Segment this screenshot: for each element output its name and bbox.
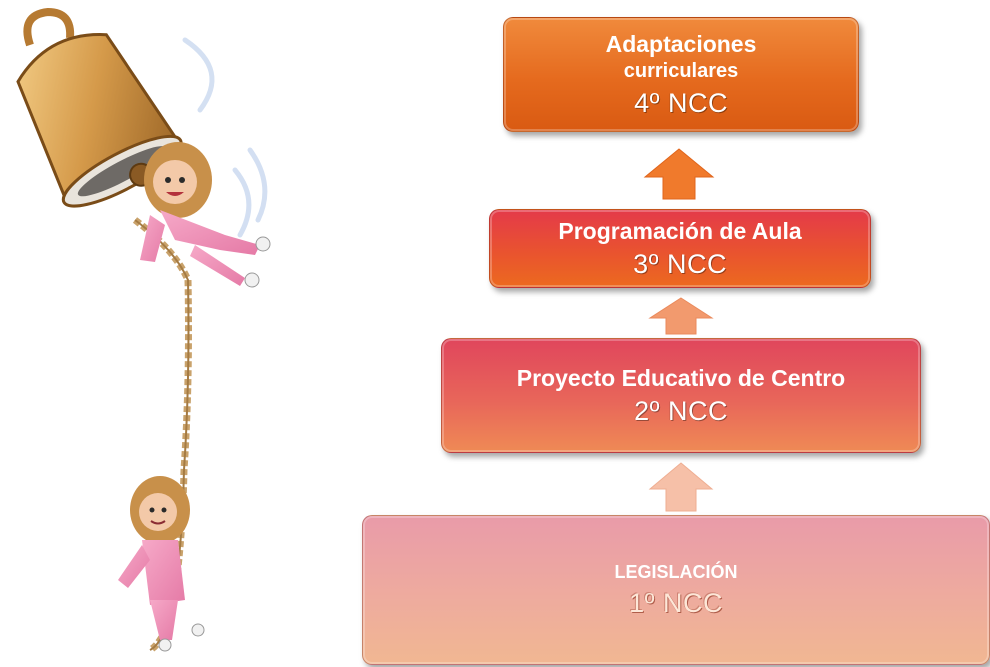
- level-1-title: LEGISLACIÓN: [614, 562, 738, 583]
- level-1-box: LEGISLACIÓN 1º NCC: [362, 515, 990, 665]
- bell-illustration: [16, 7, 271, 654]
- level-3-title: Programación de Aula: [558, 217, 802, 244]
- level-4-ncc: 4º NCC: [634, 87, 728, 118]
- level-4-box: Adaptaciones curriculares 4º NCC: [503, 17, 859, 132]
- level-2-title: Proyecto Educativo de Centro: [516, 364, 846, 391]
- level-4-title: Adaptaciones curriculares: [606, 30, 757, 84]
- arrow-up-icon: [648, 297, 714, 335]
- level-2-ncc: 2º NCC: [634, 396, 728, 427]
- arrow-up-icon: [643, 148, 715, 200]
- level-4-title-line1: Adaptaciones: [605, 31, 757, 58]
- motion-lines: [182, 37, 268, 238]
- level-3-box: Programación de Aula 3º NCC: [489, 209, 871, 288]
- bell-handle: [23, 7, 75, 47]
- level-3-ncc: 3º NCC: [633, 249, 727, 280]
- level-2-box: Proyecto Educativo de Centro 2º NCC: [441, 338, 921, 453]
- level-4-title-line2: curriculares: [623, 59, 739, 82]
- avatar-top: [140, 142, 271, 288]
- level-1-ncc: 1º NCC: [629, 587, 723, 618]
- avatar-bottom: [118, 476, 205, 652]
- arrow-up-icon: [648, 462, 714, 512]
